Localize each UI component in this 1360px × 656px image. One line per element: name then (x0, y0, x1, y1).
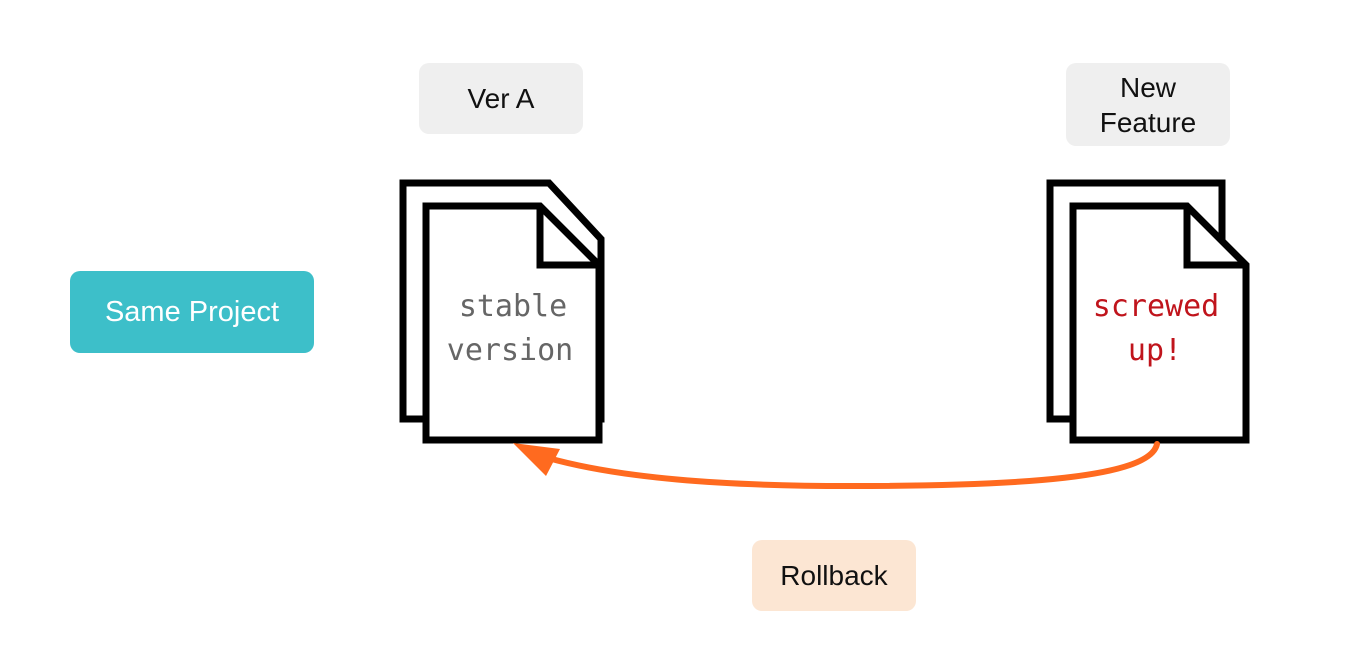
rollback-arrowhead-icon (513, 443, 560, 476)
same-project-label: Same Project (70, 271, 314, 353)
stable-document-text-line2: version (447, 333, 573, 368)
broken-document-text-line2: up! (1128, 333, 1182, 368)
stable-document-text-line1: stable (459, 289, 567, 324)
broken-document-fold-icon (1183, 206, 1246, 269)
new-feature-label: New Feature (1066, 63, 1230, 146)
broken-document-stack: screwed up! (1046, 179, 1250, 444)
stable-document-fold-icon (536, 206, 599, 269)
rollback-label: Rollback (752, 540, 916, 611)
rollback-arrow (513, 441, 1160, 490)
rollback-arrow-line (545, 441, 1160, 490)
ver-a-label: Ver A (419, 63, 583, 134)
broken-document-text-line1: screwed (1093, 289, 1219, 324)
stable-document-stack: stable version (399, 179, 605, 444)
